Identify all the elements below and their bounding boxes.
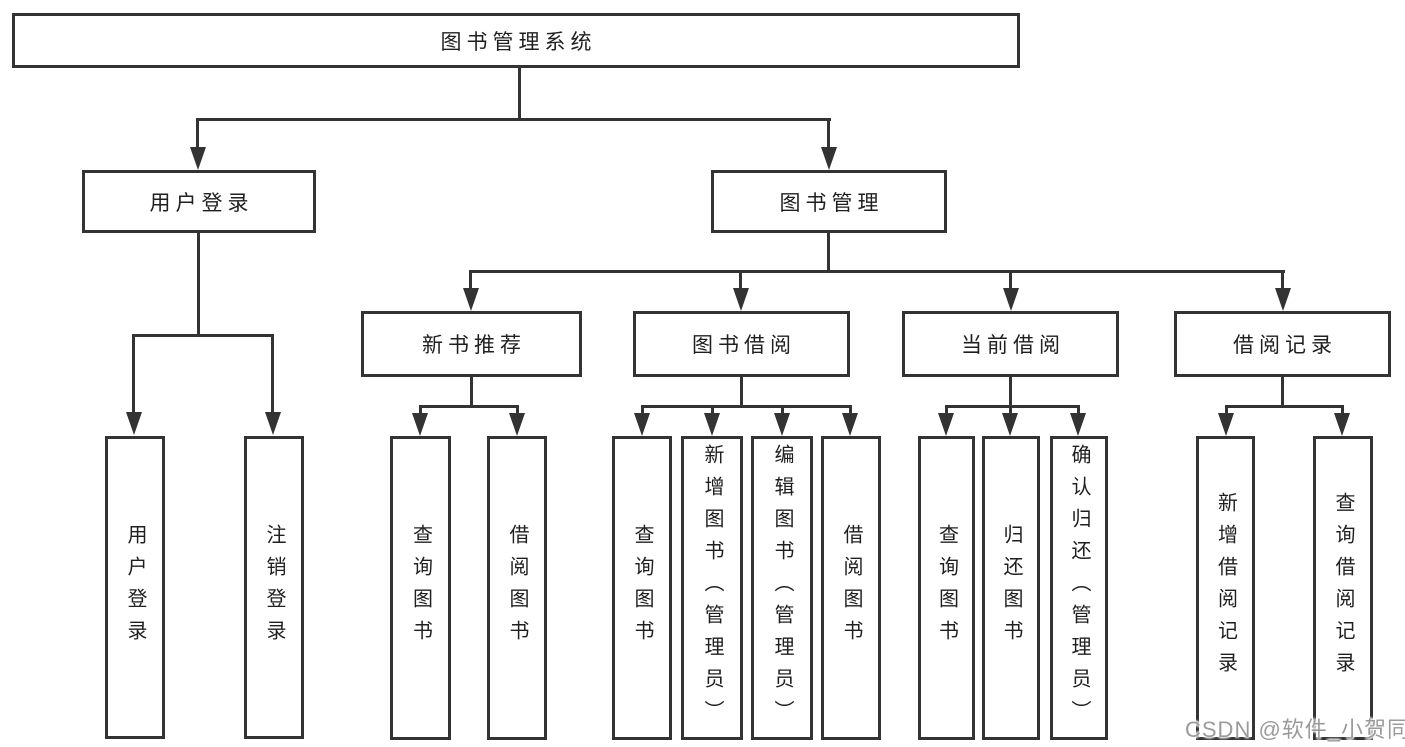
connector-line: [711, 405, 714, 417]
arrowhead-down: [774, 413, 790, 436]
arrowhead-down: [509, 413, 525, 436]
connector-line: [740, 377, 743, 407]
connector-line: [849, 405, 852, 417]
connector-line: [1341, 405, 1344, 417]
connector-line: [739, 270, 742, 290]
arrowhead-down: [265, 412, 281, 435]
node-borrow-records: 借阅记录: [1174, 311, 1391, 377]
leaf-logout: 注销登录: [244, 436, 304, 739]
connector-line: [641, 405, 644, 417]
connector-line: [516, 405, 519, 417]
leaf-query-borrow-record: 查询借阅记录: [1313, 436, 1373, 740]
leaf-edit-book-admin: 编辑图书（管理员）: [751, 436, 813, 740]
arrowhead-down: [634, 413, 650, 436]
leaf-user-login: 用户登录: [105, 436, 165, 739]
connector-line: [781, 405, 784, 417]
connector-line: [419, 405, 422, 417]
connector-line: [1077, 405, 1080, 417]
arrowhead-down: [126, 412, 142, 435]
arrowhead-down: [1275, 288, 1291, 311]
node-book-management-branch: 图书管理: [711, 170, 947, 233]
leaf-add-book-admin: 新增图书（管理员）: [681, 436, 743, 740]
arrowhead-down: [190, 147, 206, 170]
connector-line: [197, 233, 200, 337]
connector-line: [469, 270, 1285, 273]
connector-line: [827, 233, 830, 273]
connector-line: [1009, 270, 1012, 290]
arrowhead-down: [704, 413, 720, 436]
arrowhead-down: [463, 288, 479, 311]
node-current-borrow: 当前借阅: [902, 311, 1119, 377]
connector-line: [196, 118, 199, 149]
leaf-query-books-1: 查询图书: [390, 436, 451, 740]
leaf-add-borrow-record: 新增借阅记录: [1196, 436, 1255, 740]
leaf-query-books-2: 查询图书: [612, 436, 672, 740]
connector-line: [641, 405, 852, 408]
arrowhead-down: [1070, 413, 1086, 436]
arrowhead-down: [1002, 413, 1018, 436]
connector-line: [1281, 270, 1284, 290]
connector-line: [271, 334, 274, 412]
connector-line: [419, 405, 519, 408]
arrowhead-down: [412, 413, 428, 436]
connector-line: [945, 405, 948, 417]
leaf-return-book: 归还图书: [982, 436, 1040, 740]
leaf-borrow-books-1: 借阅图书: [487, 436, 547, 740]
watermark: CSDN @软件_小贺同学: [1185, 717, 1405, 742]
connector-line: [470, 377, 473, 407]
connector-line: [827, 118, 830, 149]
node-root: 图书管理系统: [12, 13, 1020, 68]
connector-line: [132, 334, 274, 337]
connector-line: [1009, 405, 1012, 417]
arrowhead-down: [1334, 413, 1350, 436]
connector-line: [518, 68, 521, 119]
connector-line: [1009, 377, 1012, 407]
leaf-query-books-3: 查询图书: [918, 436, 975, 740]
leaf-confirm-return-admin: 确认归还（管理员）: [1050, 436, 1108, 740]
arrowhead-down: [1218, 413, 1234, 436]
arrowhead-down: [938, 413, 954, 436]
arrowhead-down: [821, 147, 837, 170]
connector-line: [469, 270, 472, 290]
connector-line: [945, 405, 1080, 408]
node-user-login-branch: 用户登录: [82, 170, 316, 233]
connector-line: [132, 334, 135, 412]
arrowhead-down: [1003, 288, 1019, 311]
node-new-book-recommend: 新书推荐: [361, 311, 582, 377]
connector-line: [1225, 405, 1344, 408]
arrowhead-down: [733, 288, 749, 311]
node-book-borrow: 图书借阅: [633, 311, 850, 377]
leaf-borrow-books-2: 借阅图书: [821, 436, 881, 740]
connector-line: [1225, 405, 1228, 417]
connector-line: [1281, 377, 1284, 407]
connector-line: [196, 118, 831, 121]
arrowhead-down: [842, 413, 858, 436]
